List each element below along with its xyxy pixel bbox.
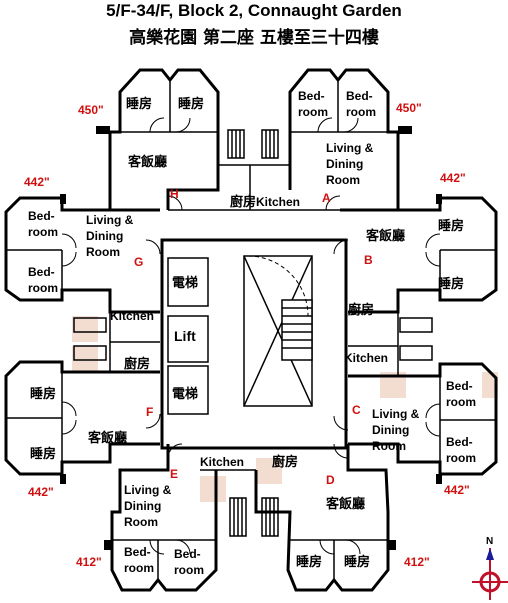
living-label: Room [326, 173, 360, 187]
bedroom-label: 睡房 [296, 554, 322, 570]
unit-letter-b: B [364, 253, 373, 267]
living-label: Living & [372, 407, 420, 421]
unit-letter-f: F [146, 405, 153, 419]
bedroom-label: Bed- [124, 545, 151, 559]
bedroom-label: 睡房 [344, 554, 370, 570]
living-label: Dining [124, 499, 161, 513]
unit-letter-h: H [170, 187, 179, 201]
bedroom-label: 睡房 [438, 218, 464, 234]
inner-walls [6, 80, 496, 580]
living-label: Room [124, 515, 158, 529]
lift-label: 電梯 [172, 275, 198, 291]
bedroom-label: 睡房 [438, 276, 464, 292]
kitchen-label: 廚房 [272, 454, 298, 470]
area-label: 412" [404, 555, 430, 569]
kitchen-label: 廚房 [230, 194, 256, 210]
bedroom-label: room [174, 563, 204, 577]
bedroom-label: room [346, 105, 376, 119]
living-label: Living & [326, 141, 374, 155]
living-label: Dining [326, 157, 363, 171]
area-label: 442" [444, 483, 470, 497]
unit-letter-a: A [322, 191, 331, 205]
living-label: Room [372, 439, 406, 453]
area-label: 412" [76, 555, 102, 569]
kitchen-label: 廚房 [348, 302, 374, 318]
kitchen-label: 廚房 [124, 356, 150, 372]
title-chinese: 高樂花園 第二座 五樓至三十四樓 [129, 28, 379, 48]
living-label: 客飯廳 [366, 228, 405, 244]
compass-north-label: N [486, 536, 493, 547]
unit-letter-d: D [326, 473, 335, 487]
area-label: 450" [78, 103, 104, 117]
lift-label: Lift [174, 328, 196, 344]
living-label: Dining [86, 229, 123, 243]
bath-tint [72, 316, 498, 502]
area-label: 442" [28, 485, 54, 499]
bedroom-label: Bed- [346, 89, 373, 103]
bedroom-label: Bed- [174, 547, 201, 561]
bedroom-label: 睡房 [30, 446, 56, 462]
bedroom-label: room [28, 225, 58, 239]
bedroom-label: 睡房 [178, 96, 204, 112]
unit-letter-c: C [352, 403, 361, 417]
area-label: 442" [440, 171, 466, 185]
compass: N [472, 536, 508, 600]
living-label: 客飯廳 [128, 154, 167, 170]
bedroom-label: room [28, 281, 58, 295]
bedroom-label: 睡房 [30, 386, 56, 402]
kitchen-label: Kitchen [344, 351, 388, 365]
door-swings [61, 117, 441, 555]
bedroom-label: room [446, 451, 476, 465]
window-markers [60, 126, 442, 550]
living-label: 客飯廳 [88, 430, 127, 446]
living-label: 客飯廳 [326, 496, 365, 512]
unit-letter-g: G [134, 255, 143, 269]
bedroom-label: room [298, 105, 328, 119]
living-label: Living & [86, 213, 134, 227]
bedroom-label: Bed- [28, 265, 55, 279]
bedroom-label: Bed- [28, 209, 55, 223]
bedroom-label: room [124, 561, 154, 575]
bedroom-label: Bed- [446, 435, 473, 449]
bedroom-label: 睡房 [126, 96, 152, 112]
living-label: Room [86, 245, 120, 259]
kitchen-label: Kitchen [110, 309, 154, 323]
bedroom-label: Bed- [298, 89, 325, 103]
kitchen-label: Kitchen [256, 195, 300, 209]
kitchen-label: Kitchen [200, 455, 244, 469]
living-label: Living & [124, 483, 172, 497]
title-english: 5/F-34/F, Block 2, Connaught Garden [106, 1, 402, 20]
area-label: 450" [396, 101, 422, 115]
lift-label: 電梯 [172, 386, 198, 402]
bedroom-label: room [446, 395, 476, 409]
living-label: Dining [372, 423, 409, 437]
unit-letter-e: E [170, 467, 178, 481]
area-label: 442" [24, 175, 50, 189]
bedroom-label: Bed- [446, 379, 473, 393]
